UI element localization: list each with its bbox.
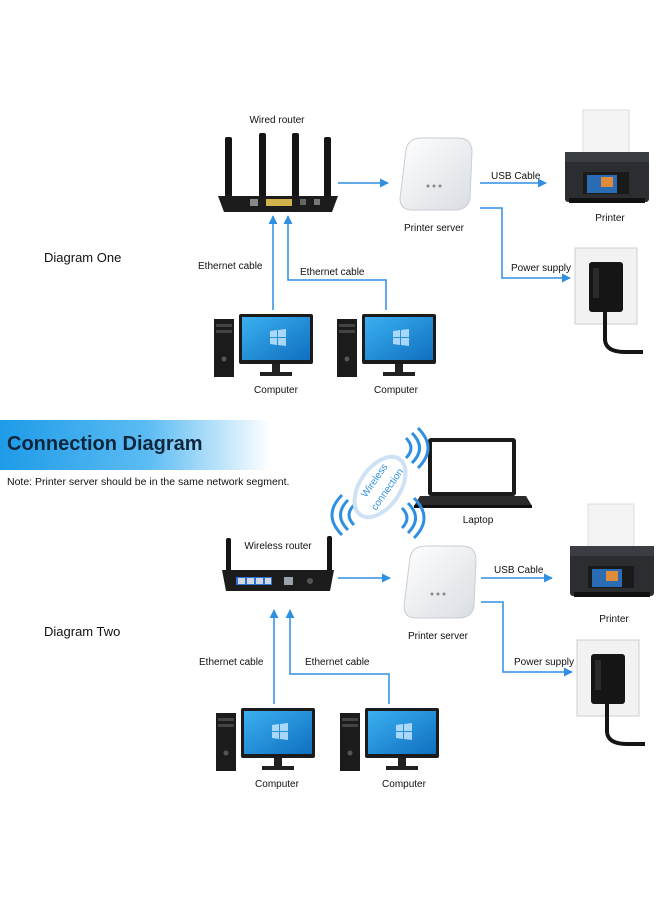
page-title: Connection Diagram (7, 433, 203, 455)
wireless-router-label: Wireless router (244, 541, 312, 552)
printer-server-icon (403, 545, 477, 619)
wired-router-label: Wired router (249, 115, 305, 126)
printer-icon (569, 503, 655, 598)
computer-icon (214, 314, 313, 377)
power-supply-icon (573, 246, 645, 354)
computer-icon (216, 708, 315, 771)
printer-label: Printer (599, 614, 629, 625)
printer-server-label: Printer server (404, 223, 465, 234)
printer-server-icon (399, 137, 473, 211)
wifi-signal-icon (404, 426, 430, 470)
power-supply-icon (575, 638, 647, 746)
power-line (481, 601, 573, 677)
ethernet-line-2 (285, 609, 390, 704)
computer-label-1: Computer (254, 385, 299, 396)
computer-label-1: Computer (255, 779, 300, 790)
printer-label: Printer (595, 213, 625, 224)
power-line (480, 207, 571, 283)
power-supply-label: Power supply (514, 657, 574, 668)
computer-icon (340, 708, 439, 771)
computer-label-2: Computer (374, 385, 419, 396)
diagram-one-title: Diagram One (44, 250, 121, 265)
wifi-signal-icon (330, 493, 356, 537)
power-supply-label: Power supply (511, 263, 571, 274)
usb-cable-label: USB Cable (494, 565, 544, 576)
wireless-ring (352, 454, 408, 520)
wireless-router-icon (222, 536, 334, 591)
ethernet-label-1: Ethernet cable (198, 261, 263, 272)
laptop-label: Laptop (463, 515, 494, 526)
title-banner (0, 420, 270, 470)
usb-cable-label: USB Cable (491, 171, 541, 182)
printer-icon (564, 109, 650, 204)
laptop-icon (414, 438, 532, 508)
ethernet-label-1: Ethernet cable (199, 657, 264, 668)
printer-server-label: Printer server (408, 631, 469, 642)
diagram-one: Diagram One Wired router Printer server … (44, 109, 650, 396)
wired-router-icon (218, 133, 338, 212)
network-note: Note: Printer server should be in the sa… (7, 476, 290, 488)
ethernet-line-2 (283, 215, 387, 310)
computer-label-2: Computer (382, 779, 427, 790)
computer-icon (337, 314, 436, 377)
diagram-two: Diagram Two Laptop Wireless connection (44, 426, 655, 790)
diagram-two-title: Diagram Two (44, 624, 120, 639)
ethernet-label-2: Ethernet cable (300, 267, 365, 278)
wifi-signal-icon (400, 496, 426, 540)
ethernet-label-2: Ethernet cable (305, 657, 370, 668)
